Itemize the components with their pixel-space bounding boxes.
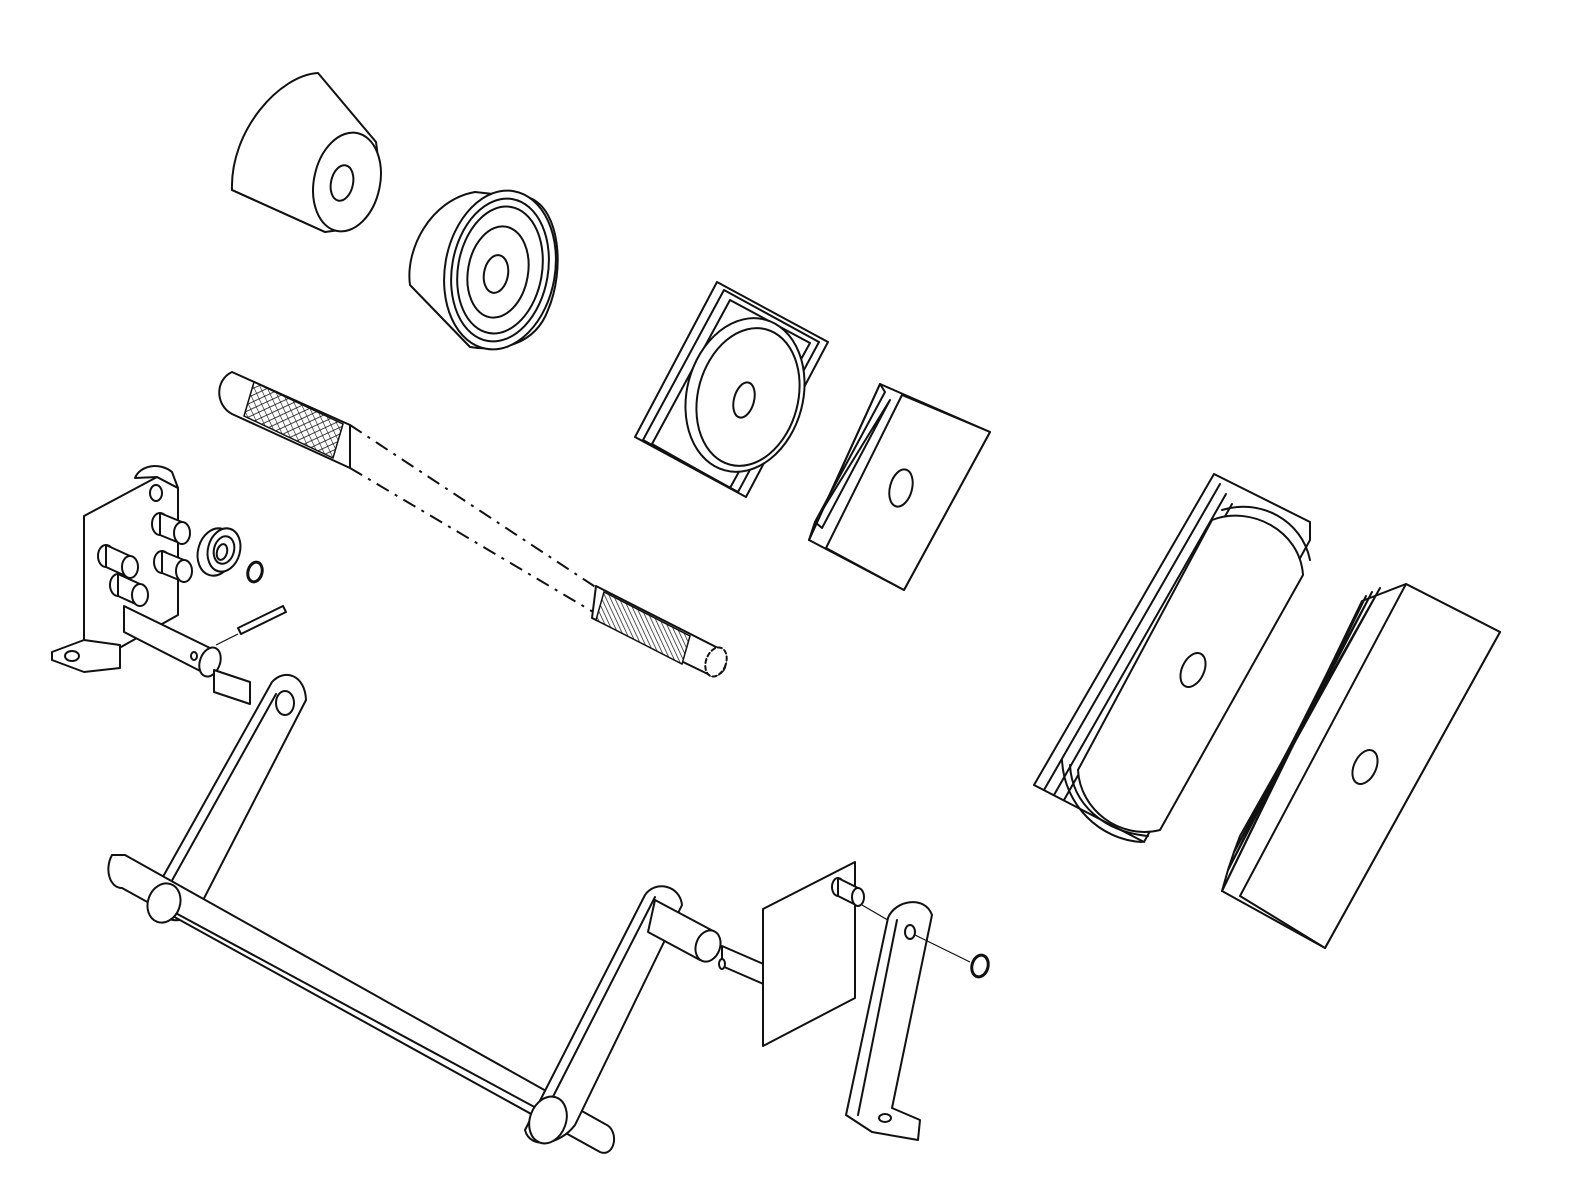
cone-large <box>408 189 559 351</box>
crank-frame <box>107 605 769 1154</box>
bearing <box>196 527 242 577</box>
long-block-recessed <box>1033 473 1311 843</box>
square-plate-round-recess <box>634 281 829 498</box>
bracket-pin <box>153 550 193 583</box>
right-plate <box>762 861 906 1047</box>
left-bracket <box>51 465 193 673</box>
retaining-ring-right <box>970 953 990 979</box>
bracket-pin <box>151 512 191 545</box>
cone-small <box>230 72 382 233</box>
bracket-pin <box>109 573 149 607</box>
threaded-shaft <box>218 371 728 678</box>
plate-stud <box>831 877 865 907</box>
pin <box>215 605 287 646</box>
right-bracket <box>845 901 971 1141</box>
retaining-ring-left <box>246 560 264 584</box>
square-plate-flat <box>808 383 991 591</box>
long-block-flat <box>1221 583 1501 949</box>
bracket-pin <box>97 544 139 579</box>
